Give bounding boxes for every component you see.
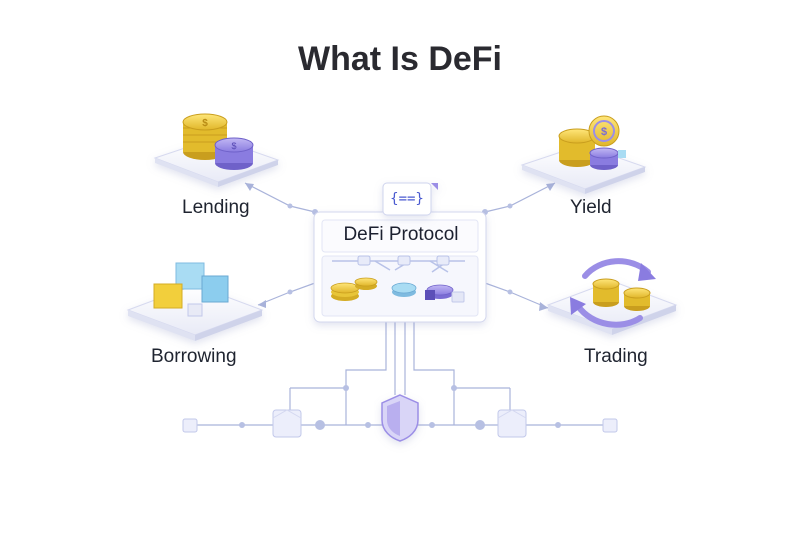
svg-text:$: $ <box>601 126 607 138</box>
label-trading: Trading <box>584 346 648 367</box>
protocol-title: DeFi Protocol <box>343 224 459 245</box>
code-icon <box>382 182 438 216</box>
cube-icon <box>153 262 229 317</box>
coin-stack-icon: $ <box>558 115 626 170</box>
cube-icon <box>497 409 527 438</box>
label-yield: Yield <box>570 197 612 218</box>
svg-text:$: $ <box>202 118 208 129</box>
exchange-arrowheads <box>570 263 656 315</box>
connector-nodes <box>239 203 561 430</box>
label-lending: Lending <box>182 197 250 218</box>
panel-coin-stack-icon <box>330 277 465 303</box>
cube-icon <box>272 409 302 438</box>
connector-arrowheads <box>245 183 555 311</box>
cube-icon <box>602 418 618 433</box>
svg-text:$: $ <box>231 141 236 151</box>
code-badge-text: {==} <box>390 191 424 207</box>
flow-nodes <box>357 255 450 266</box>
page-title: What Is DeFi <box>297 40 503 78</box>
coin-stack-icon: $ $ <box>182 113 254 170</box>
coin-stack-icon <box>592 278 651 311</box>
label-borrowing: Borrowing <box>151 346 237 367</box>
shield-icon <box>381 394 419 442</box>
cube-icon <box>182 418 198 433</box>
